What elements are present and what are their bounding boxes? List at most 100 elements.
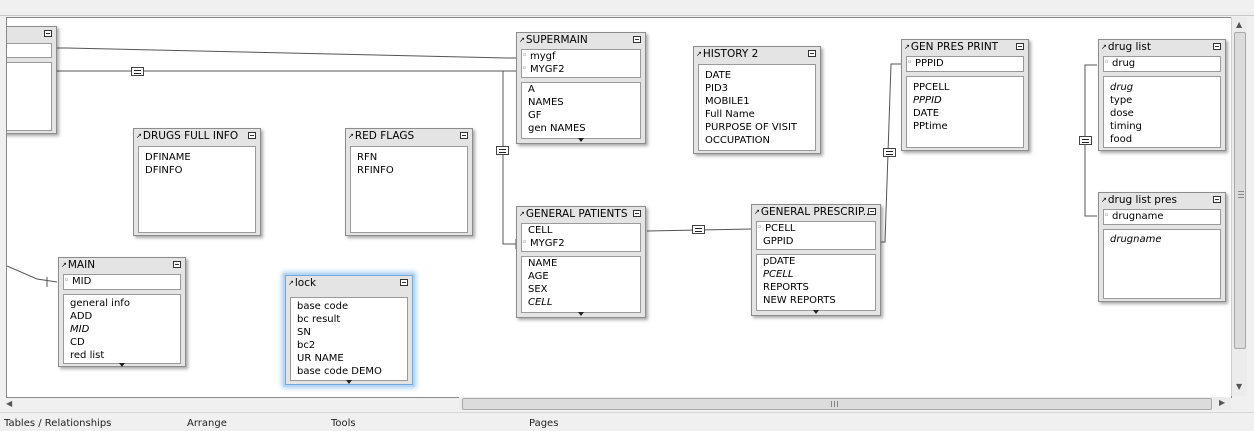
field[interactable]: pDATE	[763, 256, 796, 267]
field[interactable]: bc result	[297, 314, 341, 325]
table-header[interactable]: ↗GENERAL PATIENTS	[517, 207, 645, 221]
field[interactable]: PPtime	[913, 121, 948, 132]
collapse-icon[interactable]	[44, 30, 52, 37]
table-header[interactable]: ↗GEN PRES PRINT	[902, 40, 1028, 54]
key-field[interactable]: mygf	[522, 50, 640, 63]
field[interactable]: general info	[70, 298, 130, 309]
relationship-join-icon[interactable]	[131, 67, 144, 76]
collapse-icon[interactable]	[400, 279, 408, 286]
collapse-icon[interactable]	[173, 261, 181, 268]
field[interactable]: base code	[297, 301, 349, 312]
field[interactable]: AGE	[528, 271, 549, 282]
tab-tools[interactable]: Tools	[331, 418, 356, 429]
table-occurrence-supermain[interactable]: ↗SUPERMAIN mygf MYGF2 A NAMES GF gen NAM…	[516, 32, 646, 144]
table-occurrence-general-prescrip[interactable]: ↗GENERAL PRESCRIP... PCELL GPPID pDATE P…	[751, 204, 881, 316]
table-occurrence-drug-list[interactable]: ↗drug list drug drug type dose timing fo…	[1098, 39, 1226, 151]
collapse-icon[interactable]	[1213, 43, 1221, 50]
key-field[interactable]: drug	[1104, 57, 1220, 70]
field[interactable]: PPPID	[913, 95, 942, 106]
table-occurrence-main[interactable]: ↗MAIN MID general info ADD MID CD red li…	[58, 257, 186, 367]
table-header[interactable]: ↗MAIN	[59, 258, 185, 272]
field[interactable]: NAME	[528, 258, 558, 269]
key-field[interactable]: CELL	[528, 225, 553, 236]
collapse-icon[interactable]	[1016, 43, 1024, 50]
key-field[interactable]: GPPID	[763, 236, 794, 247]
key-field[interactable]: MID	[64, 275, 180, 288]
field[interactable]: PCELL	[763, 269, 794, 280]
field[interactable]: dose	[1110, 108, 1134, 119]
field[interactable]: ADD	[70, 311, 93, 322]
scroll-up-icon[interactable]: ▲	[1236, 20, 1243, 29]
field[interactable]: PURPOSE OF VISIT	[705, 122, 798, 133]
table-occurrence-gen-pres-print[interactable]: ↗GEN PRES PRINT PPPID PPCELL PPPID DATE …	[901, 39, 1029, 151]
collapse-icon[interactable]	[868, 208, 876, 215]
field[interactable]: NAMES	[528, 97, 564, 108]
field[interactable]: bc2	[297, 340, 316, 351]
table-occurrence-red-flags[interactable]: ↗RED FLAGS RFN RFINFO	[345, 128, 473, 236]
field[interactable]: DATE	[913, 108, 940, 119]
tab-tables-relationships[interactable]: Tables / Relationships	[4, 418, 112, 429]
scroll-right-icon[interactable]: ▶	[1219, 398, 1226, 407]
field[interactable]: SN	[297, 327, 311, 338]
field[interactable]: MOBILE1	[705, 96, 750, 107]
horizontal-scrollbar[interactable]: ▶	[459, 397, 1231, 410]
key-field[interactable]: PPPID	[907, 57, 1023, 70]
table-header[interactable]	[7, 27, 56, 41]
table-header[interactable]: ↗GENERAL PRESCRIP...	[752, 205, 880, 219]
field[interactable]: GF	[528, 110, 542, 121]
table-occurrence-unnamed[interactable]	[7, 26, 57, 134]
field[interactable]: UR NAME	[297, 353, 344, 364]
relationship-join-icon[interactable]	[1079, 136, 1092, 145]
field[interactable]: drug	[1110, 82, 1134, 93]
collapse-icon[interactable]	[633, 210, 641, 217]
scroll-more-icon[interactable]	[578, 138, 584, 142]
table-occurrence-lock[interactable]: ↗lock base code bc result SN bc2 UR NAME…	[285, 275, 413, 385]
field[interactable]: CELL	[528, 297, 553, 308]
scroll-more-icon[interactable]	[578, 312, 584, 316]
scroll-more-icon[interactable]	[346, 380, 352, 384]
field[interactable]: base code DEMO	[297, 366, 382, 377]
scroll-down-icon[interactable]: ▼	[1236, 382, 1243, 391]
vertical-scrollbar[interactable]: ▲ ▼	[1231, 17, 1247, 396]
field[interactable]: NEW REPORTS	[763, 295, 836, 306]
field[interactable]: food	[1110, 134, 1133, 145]
table-header[interactable]: ↗lock	[286, 276, 412, 290]
key-field[interactable]: drugname	[1104, 210, 1220, 223]
scroll-left-icon[interactable]: ◀	[6, 399, 13, 408]
field[interactable]: DFINAME	[145, 152, 191, 163]
key-field[interactable]: MYGF2	[522, 237, 640, 250]
field[interactable]: Full Name	[705, 109, 755, 120]
key-field[interactable]: PCELL	[757, 222, 875, 235]
vertical-scroll-thumb[interactable]	[1234, 32, 1246, 349]
field[interactable]: DATE	[705, 70, 732, 81]
table-header[interactable]: ↗DRUGS FULL INFO	[134, 129, 260, 143]
table-header[interactable]: ↗drug list	[1099, 40, 1225, 54]
table-header[interactable]: ↗RED FLAGS	[346, 129, 472, 143]
relationship-join-icon[interactable]	[496, 146, 509, 155]
table-header[interactable]: ↗HISTORY 2	[694, 47, 820, 61]
collapse-icon[interactable]	[460, 132, 468, 139]
relationship-graph-canvas[interactable]: ↗SUPERMAIN mygf MYGF2 A NAMES GF gen NAM…	[6, 17, 1232, 398]
table-occurrence-general-patients[interactable]: ↗GENERAL PATIENTS CELL MYGF2 NAME AGE SE…	[516, 206, 646, 318]
relationship-join-icon[interactable]	[692, 225, 705, 234]
scroll-more-icon[interactable]	[119, 363, 125, 367]
collapse-icon[interactable]	[1213, 196, 1221, 203]
collapse-icon[interactable]	[808, 50, 816, 57]
table-occurrence-drugs-full-info[interactable]: ↗DRUGS FULL INFO DFINAME DFINFO	[133, 128, 261, 236]
field[interactable]: type	[1110, 95, 1133, 106]
field[interactable]: red list	[70, 350, 105, 361]
field[interactable]: REPORTS	[763, 282, 809, 293]
field[interactable]: OCCUPATION	[705, 135, 771, 146]
field[interactable]: CD	[70, 337, 85, 348]
relationship-join-icon[interactable]	[883, 148, 896, 157]
table-header[interactable]: ↗drug list pres	[1099, 193, 1225, 207]
field[interactable]: DFINFO	[145, 165, 183, 176]
table-occurrence-history-2[interactable]: ↗HISTORY 2 DATE PID3 MOBILE1 Full Name P…	[693, 46, 821, 154]
field[interactable]: drugname	[1110, 234, 1162, 245]
key-field[interactable]: MYGF2	[522, 63, 640, 76]
table-occurrence-drug-list-pres[interactable]: ↗drug list pres drugname drugname	[1098, 192, 1226, 302]
collapse-icon[interactable]	[248, 132, 256, 139]
field[interactable]: SEX	[528, 284, 548, 295]
horizontal-scroll-thumb[interactable]	[462, 398, 1212, 410]
field[interactable]: RFINFO	[357, 165, 394, 176]
